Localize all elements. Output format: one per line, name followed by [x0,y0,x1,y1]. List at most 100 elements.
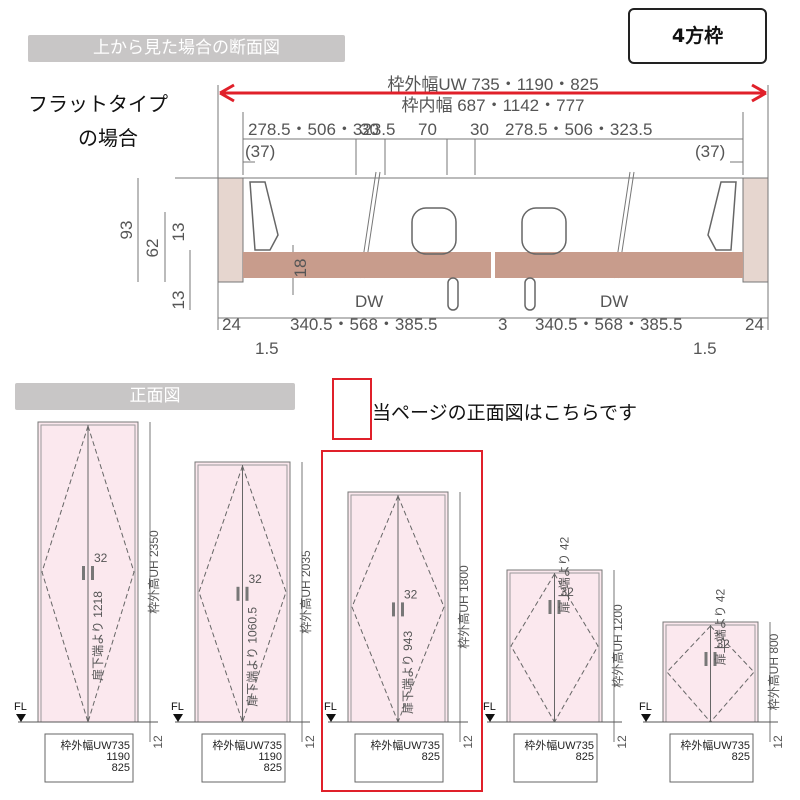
fl-label: FL [639,701,652,713]
fl-label: FL [171,701,184,713]
handle-height-label: 扉下端より 1060.5 [246,607,260,707]
section-drawing: 枠外幅UW 735・1190・825 枠内幅 687・1142・777 278.… [117,75,769,358]
width-spec-1: 枠外幅UW735 [680,738,750,752]
width-spec-2: 1190 [258,751,282,763]
width-spec-2: 825 [732,751,750,763]
dim-1-5-left: 1.5 [255,339,279,358]
right-pivot-icon [521,207,567,255]
width-spec-2: 1190 [106,751,130,763]
width-spec-3: 825 [264,762,282,774]
dw-right-label: DW [600,292,628,311]
dim-30a: 30 [360,120,379,139]
right-dims: 278.5・506・323.5 [505,120,652,139]
dim-37-left: (37) [245,142,275,161]
height-label: 枠外高UH 1800 [456,565,471,649]
frame-type-badge: 4方枠 [628,8,767,64]
gap-3: 3 [498,315,507,334]
right-handle-icon [91,566,94,580]
handle-offset-label: 32 [94,551,108,565]
handle-height-label: 扉上端より 42 [558,536,572,613]
bottom-gap-label: 12 [303,735,317,749]
left-handle-icon [704,652,708,666]
inner-width-label: 枠内幅 687・1142・777 [401,96,584,115]
outer-width-label: 枠外幅UW 735・1190・825 [387,75,598,94]
width-spec-1: 枠外幅UW735 [370,738,440,752]
opening-lines [198,465,287,723]
left-handle-icon [548,600,552,614]
dim-13-top: 13 [169,223,188,242]
right-hinge-icon [707,181,737,251]
fl-marker-icon [641,714,651,722]
opening-lines [666,625,755,723]
door-elevation-2: FL 枠外高UH 2035 扉下端より 1060.5 32 12 枠外幅UW7351190… [171,461,317,783]
dim-1-5-right: 1.5 [693,339,717,358]
width-spec-box [354,733,444,783]
left-pivot-icon [411,207,457,255]
bottom-gap-label: 12 [771,735,785,749]
flat-type-label-2: の場合 [78,126,138,150]
current-page-highlight [321,450,483,792]
height-label: 枠外高UH 2350 [146,530,161,614]
dim-37-right: (37) [695,142,725,161]
right-handle-icon [557,600,561,614]
right-handle-icon [713,652,717,666]
width-spec-box [201,733,286,783]
left-handle-icon [82,566,85,580]
right-door-panel [495,252,743,278]
opening-lines [41,425,135,723]
dim-24-right: 24 [745,315,764,334]
handle-height-label: 扉下端より 1218 [91,591,105,681]
left-door-panel [243,252,491,278]
section-view-title: 上から見た場合の断面図 [28,35,345,62]
fl-marker-icon [485,714,495,722]
left-handle-icon [447,277,459,311]
dim-18: 18 [291,259,310,278]
width-spec-1: 枠外幅UW735 [212,738,282,752]
fl-marker-icon [173,714,183,722]
handle-height-label: 扉上端より 42 [714,588,728,665]
front-view-title: 正面図 [15,383,295,410]
fl-marker-icon [16,714,26,722]
dim-70: 70 [418,120,437,139]
dim-30b: 30 [470,120,489,139]
front-view-note: 当ページの正面図はこちらです [372,402,638,424]
width-spec-box [44,733,134,783]
height-label: 枠外高UH 800 [766,633,781,710]
fl-label: FL [14,701,27,713]
dim-13-bottom: 13 [169,291,188,310]
right-handle-icon [245,586,249,601]
width-spec-box [513,733,598,783]
note-marker-box [332,378,372,440]
bottom-gap-label: 12 [461,735,475,749]
door-elevation-1: FL 枠外高UH 2350 扉下端より 1218 32 12 枠外幅UW735119082… [14,421,165,783]
dim-24-left: 24 [222,315,241,334]
left-handle-icon [236,586,240,601]
handle-offset-label: 32 [404,587,418,601]
opening-lines [510,573,599,723]
width-spec-3: 825 [112,762,130,774]
left-hinge-icon [249,181,279,251]
dw-left-label: DW [355,292,383,311]
fl-label: FL [324,701,337,713]
dim-93: 93 [117,221,136,240]
handle-height-label: 扉下端より 943 [401,631,415,714]
height-label: 枠外高UH 1200 [610,604,625,688]
fl-marker-icon [326,714,336,722]
dw-right-values: 340.5・568・385.5 [535,315,682,334]
left-handle-icon [392,602,395,617]
width-spec-1: 枠外幅UW735 [60,738,130,752]
handle-offset-label: 32 [249,572,263,586]
bottom-gap-label: 12 [151,735,165,749]
height-label: 枠外高UH 2035 [298,550,313,634]
dw-left-values: 340.5・568・385.5 [290,315,437,334]
bottom-gap-label: 12 [615,735,629,749]
right-handle-icon [524,277,536,311]
handle-offset-label: 32 [561,585,575,599]
width-spec-2: 825 [422,751,440,763]
width-spec-1: 枠外幅UW735 [524,738,594,752]
opening-lines [351,495,445,723]
